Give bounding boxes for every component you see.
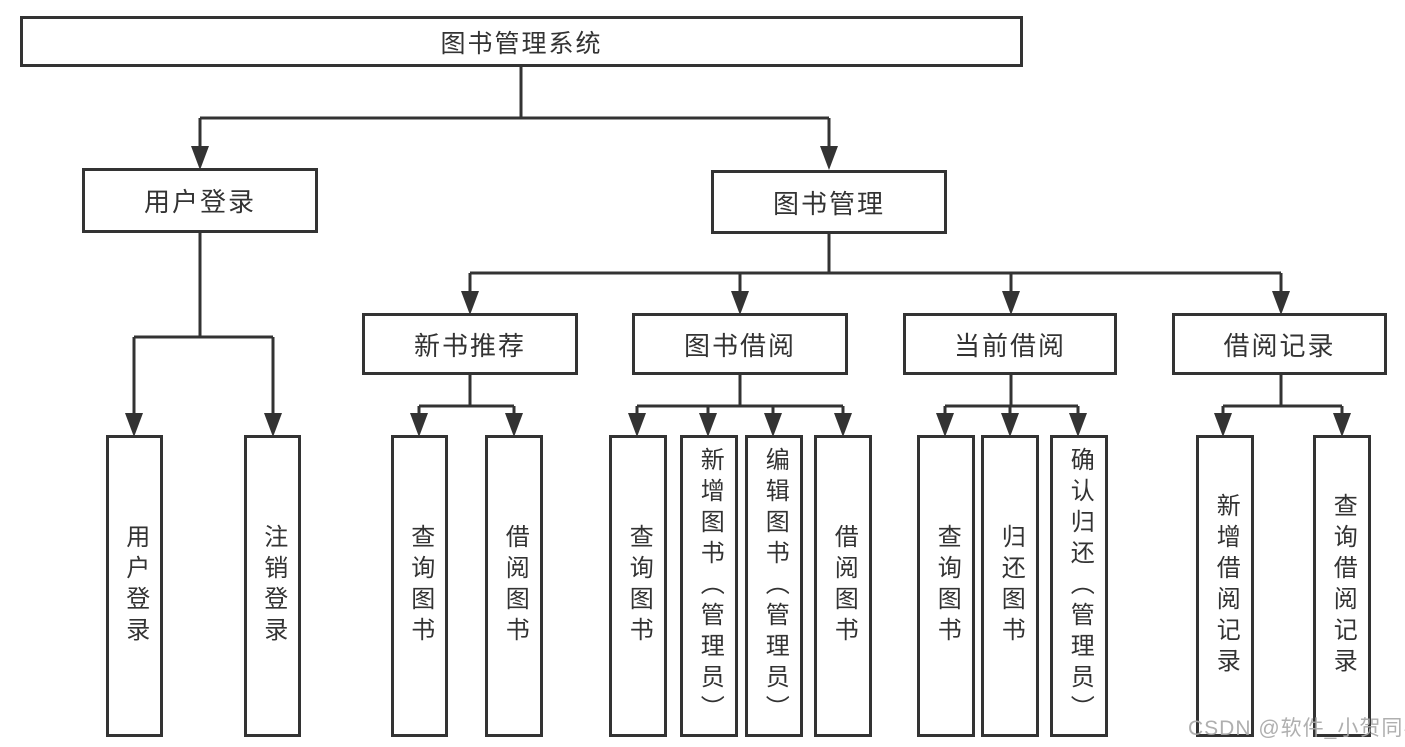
node-user-login: 用户登录 [82,168,318,233]
node-new-book-recommendation: 新书推荐 [362,313,578,375]
leaf-borrow-books-borrowing: 借阅图书 [814,435,872,737]
leaf-query-books-current-label: 查询图书 [933,524,961,648]
leaf-add-book-admin-label: 新增图书（管理员） [696,446,724,726]
leaf-borrow-books-recommend: 借阅图书 [485,435,543,737]
node-current-borrowing-label: 当前借阅 [953,330,1066,361]
node-book-management: 图书管理 [711,170,947,234]
node-current-borrowing: 当前借阅 [903,313,1117,375]
csdn-watermark: CSDN @软件_小贺同学 [1188,717,1405,740]
node-book-borrowing: 图书借阅 [632,313,848,375]
leaf-query-books-current: 查询图书 [917,435,975,737]
leaf-confirm-return-admin-label: 确认归还（管理员） [1066,446,1094,726]
leaf-query-borrow-record: 查询借阅记录 [1313,435,1371,737]
leaf-query-borrow-record-label: 查询借阅记录 [1329,493,1357,679]
node-book-borrowing-label: 图书借阅 [683,330,796,361]
leaf-add-book-admin: 新增图书（管理员） [680,435,738,737]
leaf-return-book: 归还图书 [981,435,1039,737]
node-user-login-label: 用户登录 [143,187,256,217]
node-root: 图书管理系统 [20,16,1023,67]
leaf-confirm-return-admin: 确认归还（管理员） [1050,435,1108,737]
leaf-logout-label: 注销登录 [259,524,287,648]
leaf-borrow-books-recommend-label: 借阅图书 [501,524,529,648]
leaf-add-borrow-record-label: 新增借阅记录 [1212,493,1240,679]
node-borrowing-records: 借阅记录 [1172,313,1387,375]
leaf-query-books-borrowing: 查询图书 [609,435,667,737]
arrowheads [125,146,1351,437]
node-root-label: 图书管理系统 [440,29,603,58]
node-new-book-recommendation-label: 新书推荐 [413,330,526,361]
node-book-management-label: 图书管理 [772,188,885,219]
leaf-user-login-label: 用户登录 [121,524,149,648]
leaf-edit-book-admin: 编辑图书（管理员） [745,435,803,737]
leaf-edit-book-admin-label: 编辑图书（管理员） [761,446,789,726]
leaf-add-borrow-record: 新增借阅记录 [1196,435,1254,737]
leaf-logout: 注销登录 [244,435,301,737]
node-borrowing-records-label: 借阅记录 [1223,330,1336,361]
leaf-query-books-borrowing-label: 查询图书 [625,524,653,648]
leaf-query-books-recommend: 查询图书 [391,435,448,737]
leaf-query-books-recommend-label: 查询图书 [406,524,434,648]
leaf-user-login: 用户登录 [106,435,163,737]
leaf-borrow-books-borrowing-label: 借阅图书 [830,524,858,648]
leaf-return-book-label: 归还图书 [997,524,1025,648]
